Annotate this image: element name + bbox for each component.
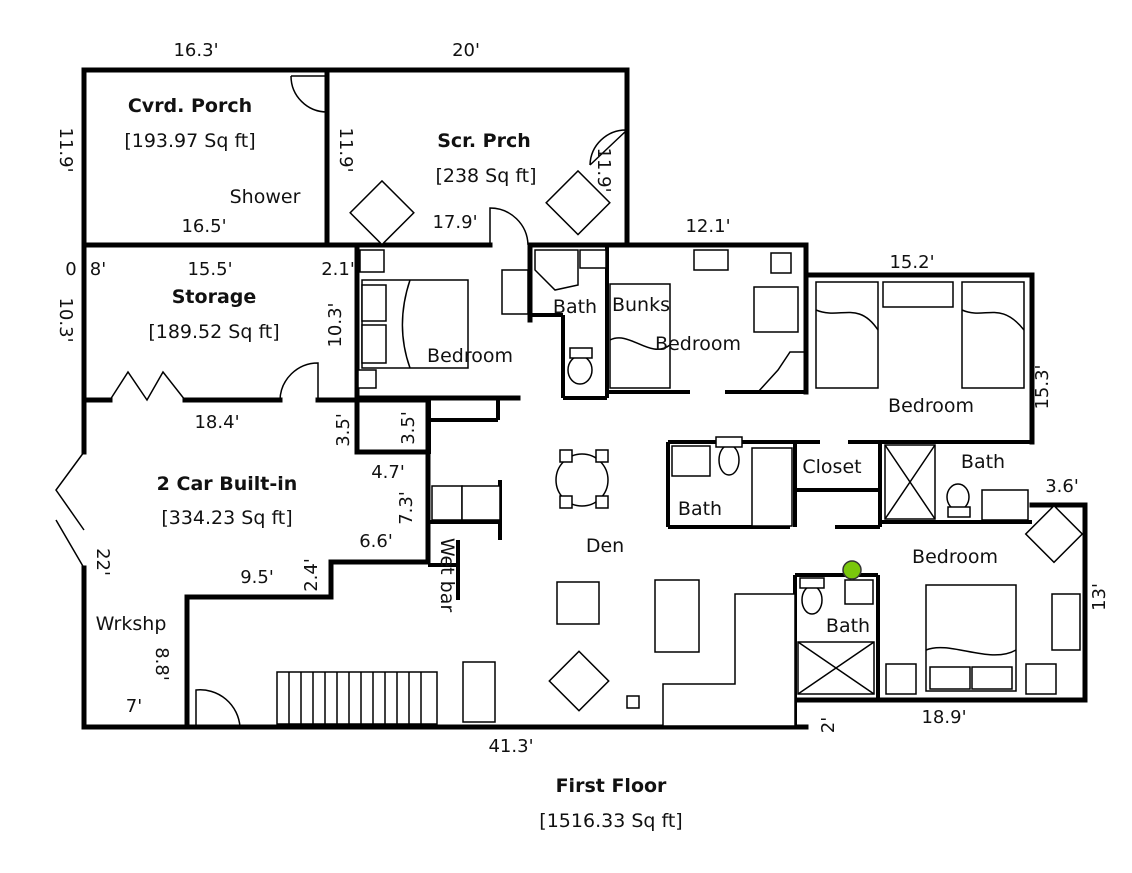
floor-total-area: [1516.33 Sq ft] — [539, 810, 682, 832]
dim-closet-a: 3.5' — [333, 413, 354, 447]
location-marker — [842, 560, 862, 580]
dim-scr-right: 11.9' — [593, 147, 614, 192]
wet-bar-label: Wet bar — [436, 538, 458, 613]
dim-garage-bottom: 9.5' — [240, 567, 274, 588]
dim-garage-r2: 7.3' — [396, 491, 417, 525]
dim-storage-inner: 10.3' — [325, 302, 346, 347]
dim-bath-step: 2' — [818, 717, 839, 733]
dim-porch-left: 11.9' — [55, 127, 76, 172]
doors — [55, 75, 806, 728]
dim-porch-bottom: 16.5' — [181, 216, 226, 237]
dim-wrkshp-side: 8.8' — [151, 647, 172, 681]
den-label: Den — [586, 535, 624, 557]
dim-porch-inner: 11.9' — [335, 127, 356, 172]
dim-bed4-right: 13' — [1089, 583, 1110, 611]
bedroom-2-label: Bedroom — [655, 333, 741, 355]
dim-storage-top: 15.5' — [187, 259, 232, 280]
bunks-label: Bunks — [612, 294, 670, 316]
bath-4-label: Bath — [826, 615, 870, 637]
closet-label: Closet — [802, 456, 861, 478]
dim-closet-b: 3.5' — [398, 411, 419, 445]
dim-top-mid: 20' — [452, 40, 480, 61]
dim-garage-top: 18.4' — [194, 412, 239, 433]
dim-bed3-top: 15.2' — [889, 252, 934, 273]
floor-title: First Floor — [556, 775, 667, 797]
bath-3-label: Bath — [961, 451, 1005, 473]
garage-name: 2 Car Built-in — [157, 473, 298, 495]
dim-storage-left0: 0 — [65, 259, 76, 280]
bath-1-label: Bath — [553, 296, 597, 318]
garage-area: [334.23 Sq ft] — [161, 507, 292, 529]
dimension-labels: 16.3' 20' 11.9' 11.9' 16.5' 17.9' 11.9' … — [55, 40, 1110, 757]
dim-garage-step: 2.4' — [301, 558, 322, 592]
bedroom-3-label: Bedroom — [888, 395, 974, 417]
cvrd-porch-name: Cvrd. Porch — [128, 95, 252, 117]
storage-name: Storage — [172, 286, 257, 308]
dim-storage-left8: 8' — [90, 259, 106, 280]
dim-storage-right: 2.1' — [321, 259, 355, 280]
dim-bunk-top: 12.1' — [685, 216, 730, 237]
dim-storage-side: 10.3' — [55, 297, 76, 342]
dim-garage-r3: 6.6' — [359, 531, 393, 552]
stairs — [276, 671, 438, 725]
wrkshp-label: Wrkshp — [96, 613, 167, 635]
bedroom-1-label: Bedroom — [427, 345, 513, 367]
dim-bottom-total: 41.3' — [488, 736, 533, 757]
dim-garage-left: 22' — [92, 548, 113, 576]
dim-wrkshp-bottom: 7' — [126, 696, 142, 717]
cvrd-porch-area: [193.97 Sq ft] — [124, 130, 255, 152]
dim-top-left: 16.3' — [173, 40, 218, 61]
dim-bed4-bottom: 18.9' — [921, 707, 966, 728]
scr-prch-name: Scr. Prch — [437, 130, 531, 152]
room-labels: Cvrd. Porch [193.97 Sq ft] Shower Scr. P… — [96, 95, 1005, 637]
scr-prch-area: [238 Sq ft] — [435, 165, 536, 187]
dim-bed3-right: 15.3' — [1032, 364, 1053, 409]
shower-label: Shower — [230, 186, 301, 208]
furniture — [276, 169, 1084, 727]
storage-area: [189.52 Sq ft] — [148, 321, 279, 343]
dim-scr-bottom: 17.9' — [432, 212, 477, 233]
dim-bed4-top: 3.6' — [1045, 476, 1079, 497]
dim-garage-r1: 4.7' — [371, 462, 405, 483]
bath-2-label: Bath — [678, 498, 722, 520]
bedroom-4-label: Bedroom — [912, 546, 998, 568]
